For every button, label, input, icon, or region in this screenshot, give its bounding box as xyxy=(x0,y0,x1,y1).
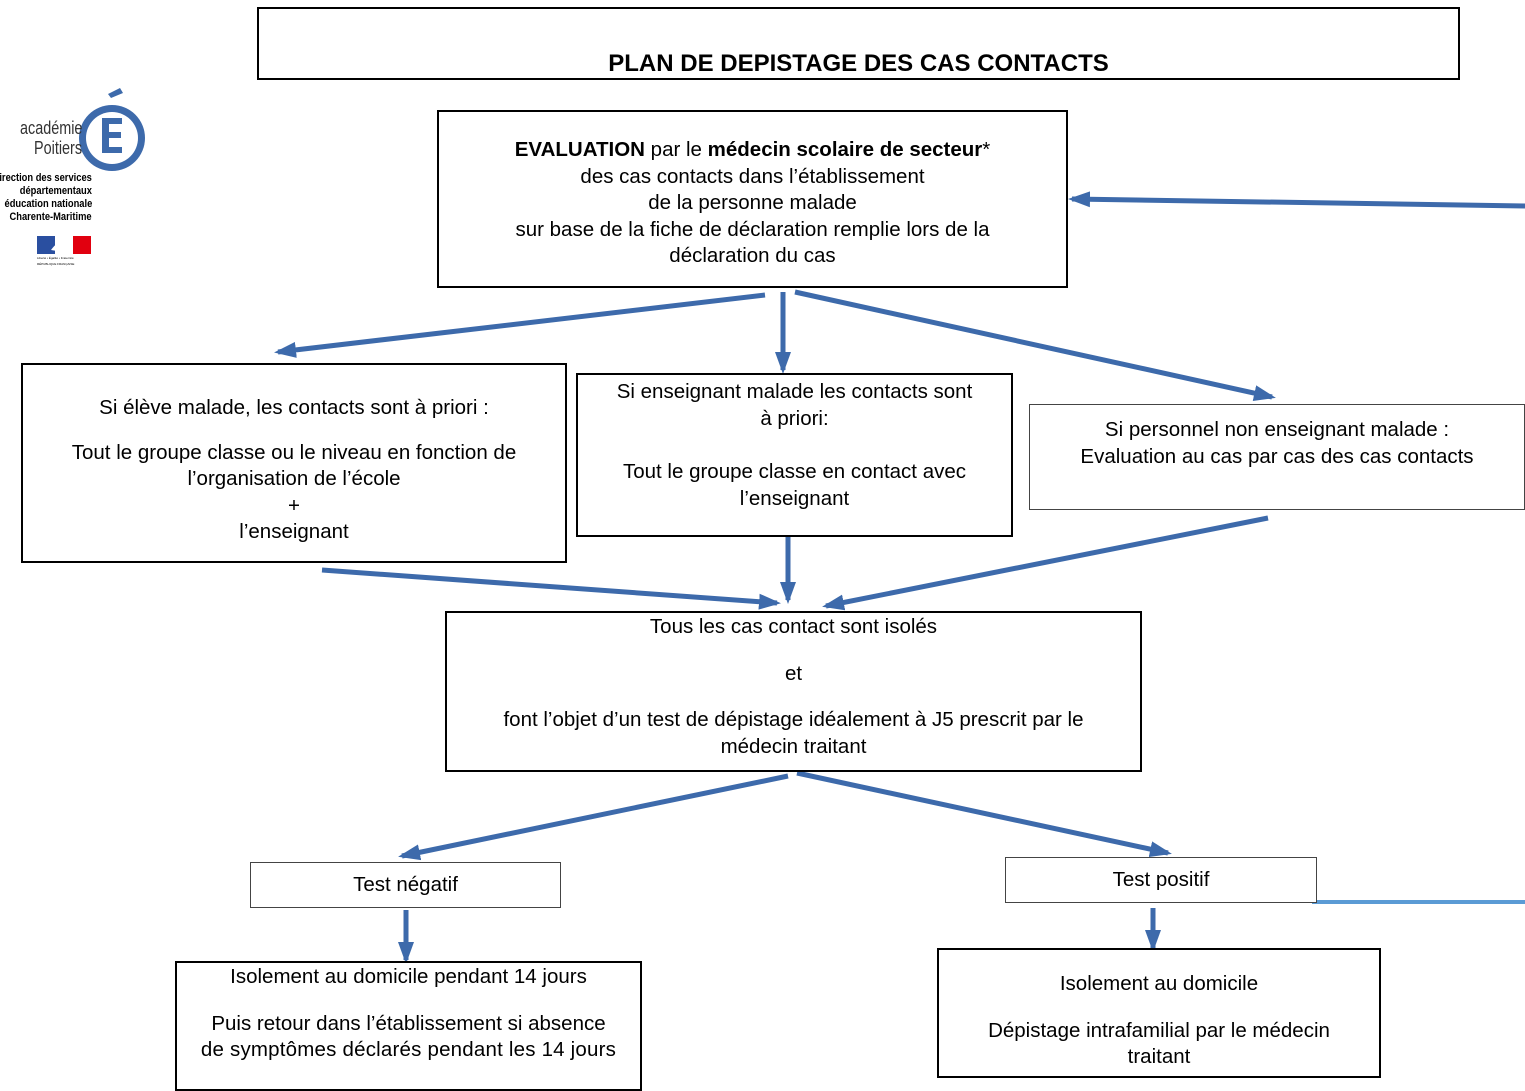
arrow-to-eleve xyxy=(274,292,766,358)
logo-flag-caption-1: Liberté • Égalité • Fraternité xyxy=(37,256,74,260)
enseignant-line-2: à priori: xyxy=(760,406,829,430)
isoles-line-3: font l’objet d’un test de dépistage idéa… xyxy=(503,708,1084,731)
enseignant-line-4: l’enseignant xyxy=(739,486,850,510)
test-negatif-box: Test négatif xyxy=(250,862,561,908)
test-positif-box: Test positif xyxy=(1005,857,1317,903)
isolement14-line-3: de symptômes déclarés pendant les 14 jou… xyxy=(200,1038,617,1061)
e-acute-logo-icon xyxy=(79,88,145,171)
eleve-line-5: l’enseignant xyxy=(239,520,349,543)
evaluation-keyword: EVALUATION xyxy=(514,138,645,161)
isolement-cas-contact-box: Tous les cas contact sont isolés et font… xyxy=(445,611,1142,772)
eleve-line-1: Si élève malade, les contacts sont à pri… xyxy=(99,396,489,419)
evaluation-box: EVALUATION par le médecin scolaire de se… xyxy=(437,110,1068,288)
isolement-dom-line-3: traitant xyxy=(1127,1045,1191,1068)
isolement14-line-1: Isolement au domicile pendant 14 jours xyxy=(230,965,587,988)
logo-dsden-line-2: départementaux xyxy=(19,185,92,197)
arrow-return-to-evaluation xyxy=(1068,191,1525,209)
eleve-line-2: Tout le groupe classe ou le niveau en fo… xyxy=(71,440,517,464)
evaluation-line-3: de la personne malade xyxy=(648,191,857,214)
republique-flag-icon xyxy=(37,236,91,254)
enseignant-malade-box: Si enseignant malade les contacts sont à… xyxy=(576,373,1013,537)
evaluation-text-1: par le xyxy=(644,138,708,161)
arrow-to-negatif xyxy=(398,773,789,861)
logo-dsden-line-3: éducation nationale xyxy=(4,198,92,210)
personnel-malade-box: Si personnel non enseignant malade : Eva… xyxy=(1029,404,1525,510)
eleve-plus: + xyxy=(288,493,300,517)
enseignant-line-1: Si enseignant malade les contacts sont xyxy=(616,380,973,403)
isolement14-line-2: Puis retour dans l’établissement si abse… xyxy=(211,1011,606,1035)
arrow-eleve-to-isoles xyxy=(321,567,781,610)
arrow-to-personnel xyxy=(794,289,1276,401)
evaluation-line-5: déclaration du cas xyxy=(669,244,836,267)
arrow-personnel-to-isoles xyxy=(822,515,1269,611)
personnel-line-1: Si personnel non enseignant malade : xyxy=(1104,418,1450,441)
page-title: PLAN DE DEPISTAGE DES CAS CONTACTS xyxy=(608,50,1109,77)
isolement-domicile-box: Isolement au domicile Dépistage intrafam… xyxy=(937,948,1381,1078)
logo-dsden-line-1: irection des services xyxy=(0,172,92,184)
isoles-line-1: Tous les cas contact sont isolés xyxy=(649,615,938,638)
title-box: PLAN DE DEPISTAGE DES CAS CONTACTS xyxy=(257,7,1460,80)
evaluation-line-1: EVALUATION par le médecin scolaire de se… xyxy=(439,137,1066,164)
test-negatif-label: Test négatif xyxy=(353,873,458,896)
eleve-malade-box: Si élève malade, les contacts sont à pri… xyxy=(21,363,567,563)
logo-academie-text: académie xyxy=(20,118,83,138)
logo-flag-caption-2: RÉPUBLIQUE FRANÇAISE xyxy=(37,262,75,266)
evaluation-line-4: sur base de la fiche de déclaration remp… xyxy=(515,217,990,241)
test-positif-label: Test positif xyxy=(1112,868,1210,891)
isoles-line-4: médecin traitant xyxy=(720,734,867,758)
isolement-dom-line-2: Dépistage intrafamilial par le médecin xyxy=(988,1018,1330,1042)
isolement-dom-line-1: Isolement au domicile xyxy=(1059,972,1259,995)
medecin-scolaire-keyword: médecin scolaire de secteur xyxy=(707,138,983,161)
isolement-14-jours-box: Isolement au domicile pendant 14 jours P… xyxy=(175,961,642,1091)
logo-dsden-line-4: Charente-Maritime xyxy=(9,211,92,223)
eleve-line-3: l’organisation de l’école xyxy=(187,467,401,490)
arrow-to-positif xyxy=(796,770,1172,858)
enseignant-line-3: Tout le groupe classe en contact avec xyxy=(622,460,966,483)
evaluation-asterisk: * xyxy=(982,138,991,161)
personnel-line-2: Evaluation au cas par cas des cas contac… xyxy=(1080,444,1474,468)
isoles-line-2: et xyxy=(784,661,803,685)
evaluation-line-2: des cas contacts dans l’établissement xyxy=(580,164,925,188)
academie-logo: académie Poitiers irection des services … xyxy=(0,88,160,278)
logo-poitiers-text: Poitiers xyxy=(34,138,83,158)
